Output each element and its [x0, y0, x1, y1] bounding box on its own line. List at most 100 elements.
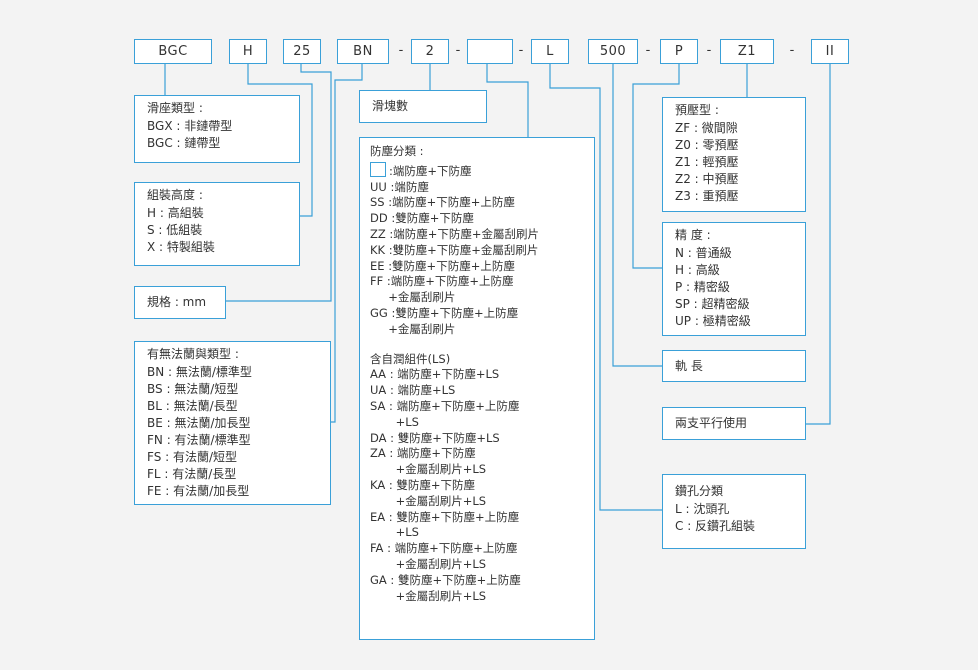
- dust-item-blank: :端防塵+下防塵: [370, 161, 584, 180]
- code-box-preload: Z1: [720, 39, 774, 64]
- code-box-slider: BGC: [134, 39, 212, 64]
- code-box-spec: 25: [283, 39, 321, 64]
- dust-item: ZZ :端防塵+下防塵+金屬刮刷片: [370, 226, 540, 241]
- flange-item: BL : 無法蘭/長型: [147, 399, 238, 413]
- ls-item: +LS: [370, 414, 419, 429]
- assembly-height-item: S : 低組裝: [147, 223, 203, 237]
- dash: -: [518, 43, 524, 58]
- precision-item: H : 高級: [675, 263, 720, 277]
- flange-box: 有無法蘭與類型 : BN : 無法蘭/標準型 BS : 無法蘭/短型 BL : …: [134, 341, 331, 505]
- dust-item: EE :雙防塵+下防塵+上防塵: [370, 258, 515, 273]
- block-count-box: 滑塊數: [359, 90, 487, 123]
- dust-item: +金屬刮刷片: [370, 290, 456, 305]
- code-text: 25: [293, 44, 311, 59]
- code-text: P: [674, 44, 684, 59]
- flange-item: FL : 有法蘭/長型: [147, 467, 237, 481]
- assembly-height-title: 組裝高度 :: [147, 188, 203, 202]
- ls-item: SA : 端防塵+下防塵+上防塵: [370, 398, 520, 413]
- dust-protection-box: 防塵分類 : :端防塵+下防塵 UU :端防塵 SS :端防塵+下防塵+上防塵 …: [359, 137, 595, 640]
- dust-item: DD :雙防塵+下防塵: [370, 211, 474, 226]
- ls-item: DA : 雙防塵+下防塵+LS: [370, 430, 500, 445]
- assembly-height-box: 組裝高度 : H : 高組裝 S : 低組裝 X : 特製組裝: [134, 182, 300, 266]
- precision-box: 精 度 : N : 普通級 H : 高級 P : 精密級 SP : 超精密級 U…: [662, 222, 806, 336]
- assembly-height-item: H : 高組裝: [147, 206, 204, 220]
- drill-title: 鑽孔分類: [675, 484, 724, 498]
- ls-item: ZA : 端防塵+下防塵: [370, 446, 476, 461]
- code-box-height: H: [229, 39, 267, 64]
- flange-item: BS : 無法蘭/短型: [147, 382, 239, 396]
- flange-item: BN : 無法蘭/標準型: [147, 365, 252, 379]
- preload-box: 預壓型 : ZF : 微間隙 Z0 : 零預壓 Z1 : 輕預壓 Z2 : 中預…: [662, 97, 806, 212]
- precision-title: 精 度 :: [675, 228, 711, 242]
- code-box-precision: P: [660, 39, 698, 64]
- rail-length-label: 軌 長: [675, 358, 703, 373]
- ls-item: GA : 雙防塵+下防塵+上防塵: [370, 572, 521, 587]
- parallel-label: 兩支平行使用: [675, 416, 748, 430]
- preload-item: Z1 : 輕預壓: [675, 155, 739, 169]
- slider-type-box: 滑座類型 : BGX : 非鏈帶型 BGC : 鏈帶型: [134, 95, 300, 163]
- dash: -: [645, 43, 651, 58]
- ls-item: FA : 端防塵+下防塵+上防塵: [370, 541, 518, 556]
- drill-item: L : 沈頭孔: [675, 502, 730, 516]
- connector-dust: [486, 63, 529, 137]
- code-box-drill: L: [531, 39, 569, 64]
- dust-item: SS :端防塵+下防塵+上防塵: [370, 195, 515, 210]
- dust-item: UU :端防塵: [370, 179, 429, 194]
- code-box-length: 500: [588, 39, 638, 64]
- slider-type-item: BGC : 鏈帶型: [147, 136, 221, 150]
- ls-item: UA : 端防塵+LS: [370, 383, 456, 398]
- connector-500: [612, 63, 662, 367]
- rail-length-box: 軌 長: [662, 350, 806, 382]
- code-text: L: [546, 44, 554, 59]
- blank-code-square-icon: [370, 161, 386, 177]
- spec-box: 規格 : mm: [134, 286, 226, 319]
- dash: -: [398, 43, 404, 58]
- flange-item: FE : 有法蘭/加長型: [147, 484, 250, 498]
- dust-item: +金屬刮刷片: [370, 321, 456, 336]
- connector-ii: [806, 63, 831, 425]
- flange-item: FN : 有法蘭/標準型: [147, 433, 251, 447]
- assembly-height-item: X : 特製組裝: [147, 240, 215, 254]
- flange-item: FS : 有法蘭/短型: [147, 450, 238, 464]
- ls-item: +金屬刮刷片+LS: [370, 493, 487, 508]
- code-box-dust: [467, 39, 513, 64]
- code-text: BGC: [158, 44, 188, 59]
- dust-item: KK :雙防塵+下防塵+金屬刮刷片: [370, 242, 539, 257]
- code-text: 2: [425, 44, 435, 59]
- preload-item: Z0 : 零預壓: [675, 138, 739, 152]
- dust-item: FF :端防塵+下防塵+上防塵: [370, 274, 514, 289]
- code-text: H: [242, 44, 254, 59]
- block-count-label: 滑塊數: [372, 99, 409, 113]
- precision-item: N : 普通級: [675, 246, 732, 260]
- ls-item: +LS: [370, 525, 419, 540]
- parallel-box: 兩支平行使用: [662, 407, 806, 440]
- preload-item: ZF : 微間隙: [675, 121, 738, 135]
- dash: -: [706, 43, 712, 58]
- precision-item: P : 精密級: [675, 280, 730, 294]
- dust-blank-text: :端防塵+下防塵: [389, 163, 472, 178]
- dust-item: GG :雙防塵+下防塵+上防塵: [370, 305, 519, 320]
- ls-title: 含自潤組件(LS): [370, 351, 451, 366]
- slider-type-item: BGX : 非鏈帶型: [147, 119, 233, 133]
- ls-item: +金屬刮刷片+LS: [370, 556, 487, 571]
- flange-title: 有無法蘭與類型 :: [147, 347, 239, 361]
- ls-item: +金屬刮刷片+LS: [370, 588, 487, 603]
- ls-item: KA : 雙防塵+下防塵: [370, 477, 476, 492]
- preload-item: Z3 : 重預壓: [675, 189, 739, 203]
- dash: -: [455, 43, 461, 58]
- spec-label: 規格 : mm: [147, 295, 207, 309]
- code-text: BN: [353, 44, 373, 59]
- drill-item: C : 反鑽孔組裝: [675, 519, 756, 533]
- connector-bn: [331, 63, 363, 423]
- spacer: [370, 338, 584, 352]
- code-box-flange: BN: [337, 39, 389, 64]
- ls-item: AA : 端防塵+下防塵+LS: [370, 367, 500, 382]
- precision-item: SP : 超精密級: [675, 297, 750, 311]
- ls-item: EA : 雙防塵+下防塵+上防塵: [370, 509, 520, 524]
- slider-type-title: 滑座類型 :: [147, 101, 203, 115]
- dash: -: [789, 43, 795, 58]
- code-text: Z1: [737, 44, 757, 59]
- dust-title: 防塵分類 :: [370, 144, 424, 158]
- precision-item: UP : 極精密級: [675, 314, 751, 328]
- preload-item: Z2 : 中預壓: [675, 172, 739, 186]
